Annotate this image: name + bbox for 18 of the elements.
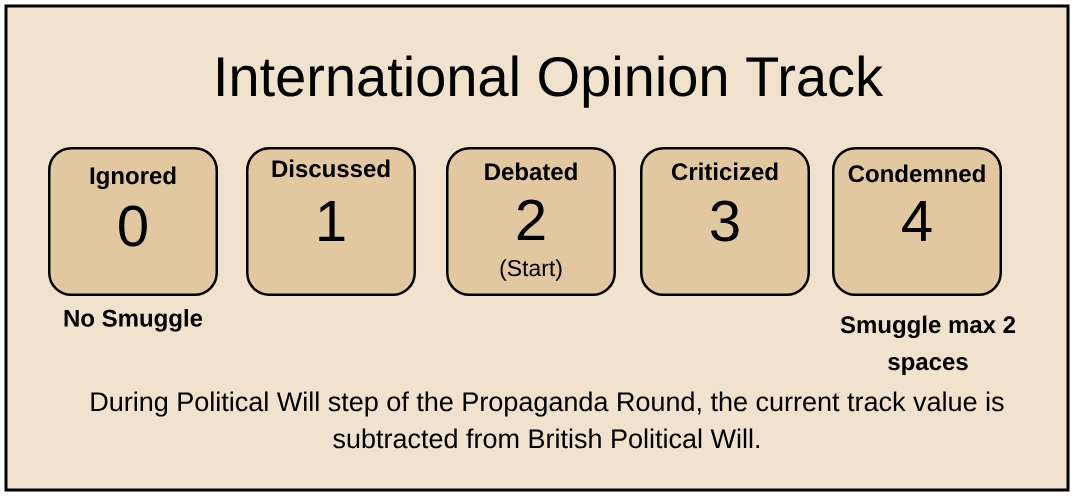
space-value: 0 bbox=[119, 205, 147, 247]
space-value: 2 bbox=[517, 199, 545, 240]
space-caption: No Smuggle bbox=[64, 309, 203, 332]
space-caption: Smuggle max 2 spaces bbox=[840, 315, 1016, 375]
title: International Opinion Track bbox=[218, 55, 884, 108]
track-space bbox=[446, 147, 616, 296]
start-note: (Start) bbox=[500, 259, 562, 281]
space-value: 4 bbox=[902, 201, 932, 241]
track-space bbox=[640, 147, 810, 296]
space-name: Ignored bbox=[90, 166, 176, 190]
space-name: Discussed bbox=[272, 159, 390, 178]
note-text: During Political Will step of the Propaganda Round, the current track value is subtracted from British Political Will. bbox=[91, 391, 1004, 449]
track-space bbox=[246, 147, 416, 296]
space-value: 1 bbox=[319, 201, 345, 241]
space-name: Debated bbox=[485, 162, 577, 181]
space-value: 3 bbox=[711, 200, 739, 242]
space-name: Criticized bbox=[672, 162, 778, 181]
space-name: Condemned bbox=[848, 164, 985, 183]
